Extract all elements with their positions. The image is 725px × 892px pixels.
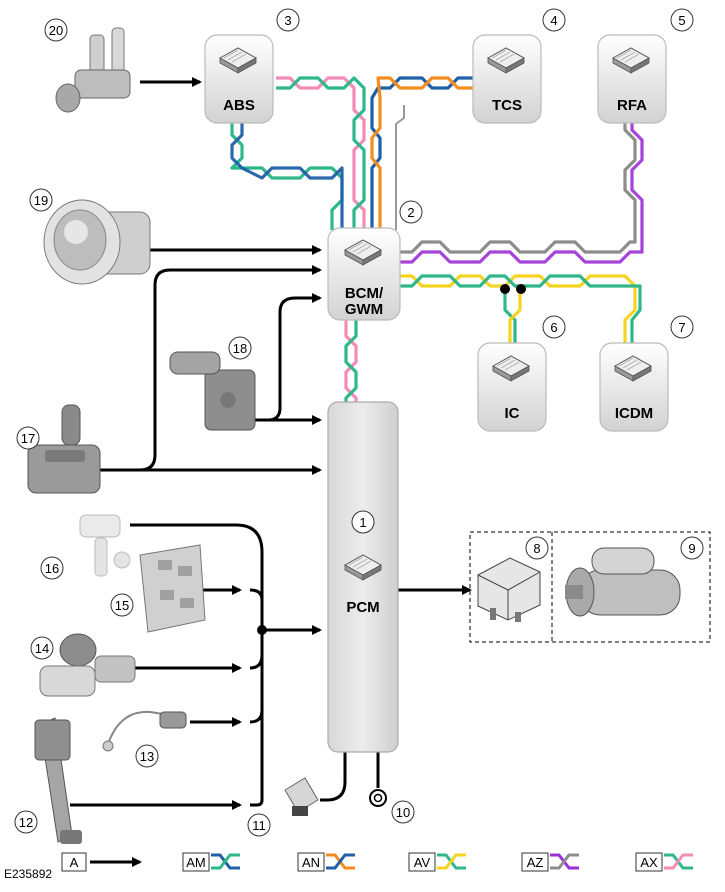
fuse-box-icon [139, 544, 206, 633]
abs-module: ABS [204, 34, 274, 124]
ic-label: IC [505, 405, 520, 422]
legend-am-label: AM [186, 855, 206, 870]
gwm-label: GWM [345, 301, 383, 318]
splice-node [516, 284, 526, 294]
callout-18: 18 [233, 341, 247, 356]
callout-10: 10 [396, 805, 410, 820]
gear-selector-icon [27, 404, 101, 494]
figure-id: E235892 [4, 867, 52, 881]
fuse-icon [284, 777, 319, 816]
callout-14: 14 [35, 641, 49, 656]
legend-a-label: A [70, 855, 79, 870]
callouts [14, 8, 704, 837]
abs-label: ABS [223, 97, 255, 114]
icdm-module: ICDM [599, 342, 669, 432]
legend-an-label: AN [302, 855, 320, 870]
brake-pressure-sensor-icon [55, 27, 131, 113]
callout-labels: 1 2 3 4 5 6 7 8 9 10 11 12 13 14 15 16 1… [19, 13, 696, 833]
callout-3: 3 [284, 13, 291, 28]
legend: E235892 A AM AN AV AZ AX [4, 852, 693, 881]
legend-av-label: AV [414, 855, 431, 870]
callout-20: 20 [49, 23, 63, 38]
callout-8: 8 [533, 541, 540, 556]
legend-am-twisted-pair-icon [211, 853, 240, 870]
fuel-pump-icon [79, 514, 131, 577]
legend-ax-twisted-pair-icon [664, 853, 693, 870]
legend-az-label: AZ [527, 855, 544, 870]
tcs-label: TCS [492, 97, 522, 114]
rfa-module: RFA [597, 34, 667, 124]
callout-6: 6 [550, 320, 557, 335]
callout-19: 19 [34, 193, 48, 208]
tcs-module: TCS [472, 34, 542, 124]
callout-4: 4 [550, 13, 557, 28]
callout-5: 5 [678, 13, 685, 28]
crankshaft-sensor-icon [39, 633, 136, 697]
starter-motor-icon [565, 547, 681, 617]
accelerator-pedal-icon [34, 717, 82, 844]
start-button-icon [43, 199, 151, 285]
callout-2: 2 [407, 205, 414, 220]
callout-9: 9 [688, 541, 695, 556]
starter-circuit-box [469, 531, 711, 643]
callout-11: 11 [252, 818, 266, 833]
icdm-label: ICDM [615, 405, 653, 422]
legend-an-twisted-pair-icon [326, 853, 355, 870]
junction-node [257, 625, 267, 635]
callout-16: 16 [45, 561, 59, 576]
bcm-label: BCM/ [345, 285, 384, 302]
legend-av-twisted-pair-icon [437, 853, 466, 870]
oxygen-sensor-icon [102, 710, 187, 752]
callout-15: 15 [115, 598, 129, 613]
rfa-label: RFA [617, 97, 647, 114]
pcm-label: PCM [346, 599, 379, 616]
network-wiring [230, 76, 644, 404]
relay-icon [477, 557, 541, 622]
bcm-gwm-module: BCM/ GWM [327, 227, 401, 321]
callout-13: 13 [140, 749, 154, 764]
callout-7: 7 [678, 320, 685, 335]
pcm-module: PCM [327, 401, 399, 753]
callout-1: 1 [359, 515, 366, 530]
callout-12: 12 [19, 815, 33, 830]
ic-module: IC [477, 342, 547, 432]
splice-node [500, 284, 510, 294]
hardwire-connections [70, 77, 472, 810]
legend-ax-label: AX [640, 855, 658, 870]
legend-az-twisted-pair-icon [550, 853, 579, 870]
callout-17: 17 [21, 431, 35, 446]
brake-switch-icon [169, 351, 256, 431]
